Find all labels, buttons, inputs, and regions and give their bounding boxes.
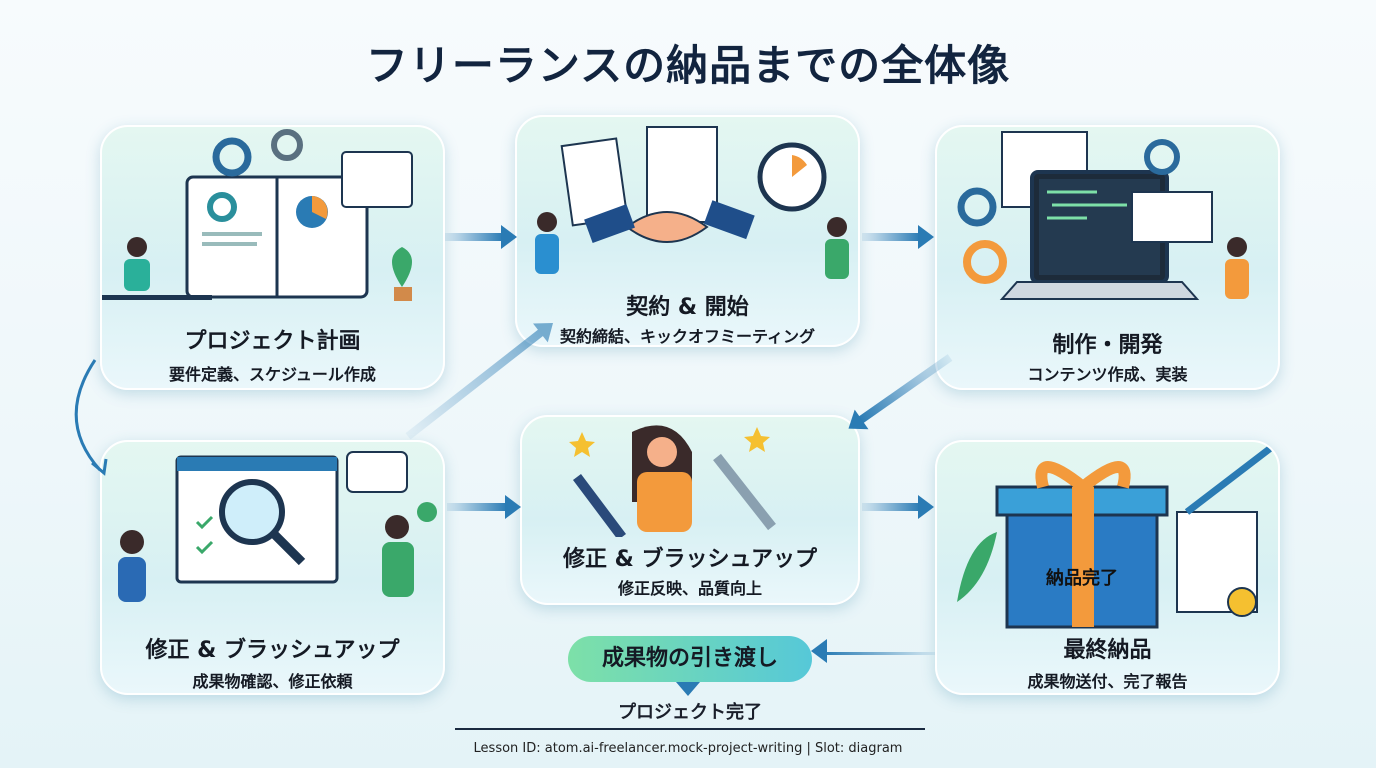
brushup-illustration (569, 425, 776, 537)
step-subtitle: 修正反映、品質向上 (617, 579, 762, 598)
step-subtitle: 成果物送付、完了報告 (1027, 672, 1188, 691)
flow-arrow (862, 225, 934, 249)
gift-label: 納品完了 (1046, 568, 1118, 589)
page-title: フリーランスの納品までの全体像 (365, 41, 1011, 90)
step-title: プロジェクト計画 (184, 329, 361, 354)
step-title: 制作・開発 (1052, 333, 1163, 358)
step-subtitle: コンテンツ作成、実装 (1027, 365, 1188, 384)
gift-illustration (957, 444, 1275, 629)
step-subtitle: 要件定義、スケジュール作成 (169, 365, 376, 384)
development-illustration (957, 131, 1249, 300)
curved-arrow (74, 359, 108, 476)
step-title: 契約 & 開始 (626, 295, 749, 320)
down-arrow-icon (676, 682, 700, 696)
step-title: 修正 & ブラッシュアップ (145, 638, 400, 663)
handshake-illustration (535, 126, 849, 279)
baseline-divider (455, 728, 925, 730)
footer-lesson-id: Lesson ID: atom.ai-freelancer.mock-proje… (473, 741, 903, 756)
step-title: 最終納品 (1063, 638, 1152, 663)
step-card-production: 制作・開発 コンテンツ作成、実装 (935, 125, 1280, 390)
step-card-planning: プロジェクト計画 要件定義、スケジュール作成 (100, 125, 445, 390)
review-illustration (118, 451, 437, 602)
step-card-brushup: 修正 & ブラッシュアップ 修正反映、品質向上 (520, 415, 860, 605)
step-card-delivery: 納品完了 最終納品 成果物送付、完了報告 (935, 440, 1280, 695)
flow-arrow (862, 495, 934, 519)
step-subtitle: 成果物確認、修正依頼 (192, 672, 353, 691)
flow-arrow (825, 652, 935, 655)
step-card-review: 修正 & ブラッシュアップ 成果物確認、修正依頼 (100, 440, 445, 695)
handoff-label: 成果物の引き渡し (568, 636, 812, 682)
planning-illustration (102, 129, 413, 301)
step-card-contract: 契約 & 開始 契約締結、キックオフミーティング (515, 115, 860, 347)
flow-arrow (445, 225, 517, 249)
step-title: 修正 & ブラッシュアップ (562, 547, 818, 572)
project-complete-label: プロジェクト完了 (618, 702, 762, 723)
flow-arrow (857, 354, 953, 424)
flow-arrow (447, 495, 521, 519)
step-subtitle: 契約締結、キックオフミーティング (559, 327, 816, 346)
